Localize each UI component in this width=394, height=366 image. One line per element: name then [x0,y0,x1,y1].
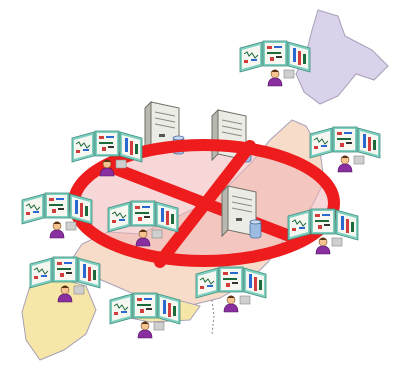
monitoring-workstation-icon [195,266,267,313]
map-kyushu [21,277,97,361]
map-dashed-border [211,299,215,335]
monitoring-workstation-icon [109,292,181,339]
server-icon [221,185,262,239]
